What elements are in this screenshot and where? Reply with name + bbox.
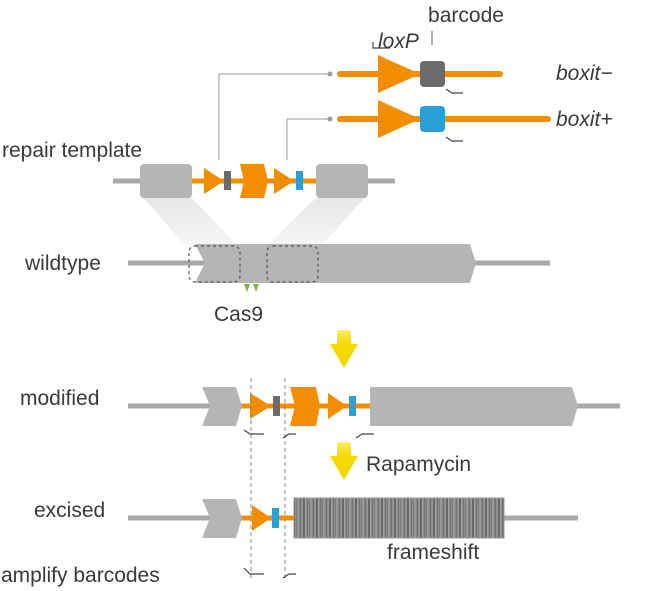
homology-fan [265, 196, 366, 248]
modified-label: modified [20, 387, 99, 410]
amplify-barcodes-label: amplify barcodes [1, 564, 160, 587]
primer-arrow [243, 429, 264, 435]
modified-gene [128, 387, 620, 426]
homology-region-box [188, 245, 241, 283]
connector-line [218, 73, 330, 160]
homology-arm-right [316, 164, 368, 198]
loxp-triangle [378, 55, 420, 93]
boxit-minus-label: boxit− [556, 62, 613, 85]
exon-right [370, 387, 578, 426]
barcode-dark [224, 171, 231, 190]
process-arrow-down [330, 330, 358, 368]
loxp-triangle [378, 100, 420, 138]
barcode-label: barcode [428, 4, 504, 27]
process-arrow-down [330, 442, 358, 480]
primer-arrow [355, 433, 374, 439]
homology-region-box [266, 245, 319, 283]
loxp-label: loxP [378, 30, 419, 53]
boxit-minus-construct [337, 55, 503, 93]
loxp-triangle [274, 168, 294, 194]
exon [195, 244, 476, 283]
frameshift-label: frameshift [387, 541, 479, 564]
barcode-blue [272, 508, 279, 528]
excised-gene [128, 497, 578, 539]
exon-left [202, 387, 242, 426]
loxp-triangle [328, 393, 347, 419]
homology-fan [142, 196, 240, 248]
loxp-triangle [204, 168, 224, 194]
loxp-triangle [252, 505, 271, 531]
barcode-blue [296, 171, 303, 190]
exon-left [202, 499, 242, 538]
wildtype-label: wildtype [24, 252, 101, 275]
barcode-blue [420, 106, 445, 132]
excised-label: excised [34, 499, 105, 522]
primer-arrow [282, 433, 296, 439]
cas9-cut-site [253, 284, 259, 292]
frameshift-exon [294, 498, 504, 538]
primer-arrow [445, 136, 463, 142]
connector-line [286, 118, 330, 160]
wildtype-gene [128, 244, 550, 292]
boxit-plus-construct [337, 100, 551, 138]
loxp-triangle [250, 393, 271, 419]
barcode-blue [349, 396, 356, 416]
primer-arrow [445, 88, 463, 94]
boxit-plus-label: boxit+ [556, 108, 613, 131]
primer-arrow [282, 573, 296, 579]
primer-arrow [372, 42, 390, 49]
cas9-label: Cas9 [214, 303, 263, 326]
primer-arrow [243, 567, 264, 575]
cas9-cut-site [244, 284, 250, 292]
homology-arm-left [140, 164, 192, 198]
frameshift-exon-border [293, 497, 505, 539]
frb-module [290, 387, 320, 426]
rapamycin-label: Rapamycin [366, 453, 471, 476]
barcode-dark [420, 61, 445, 87]
connector-dot [327, 71, 333, 77]
repair-template [113, 164, 395, 248]
barcode-dark [273, 396, 280, 416]
connector-dot [327, 116, 333, 122]
frb-module [240, 164, 268, 198]
repair-template-label: repair template [2, 139, 142, 162]
